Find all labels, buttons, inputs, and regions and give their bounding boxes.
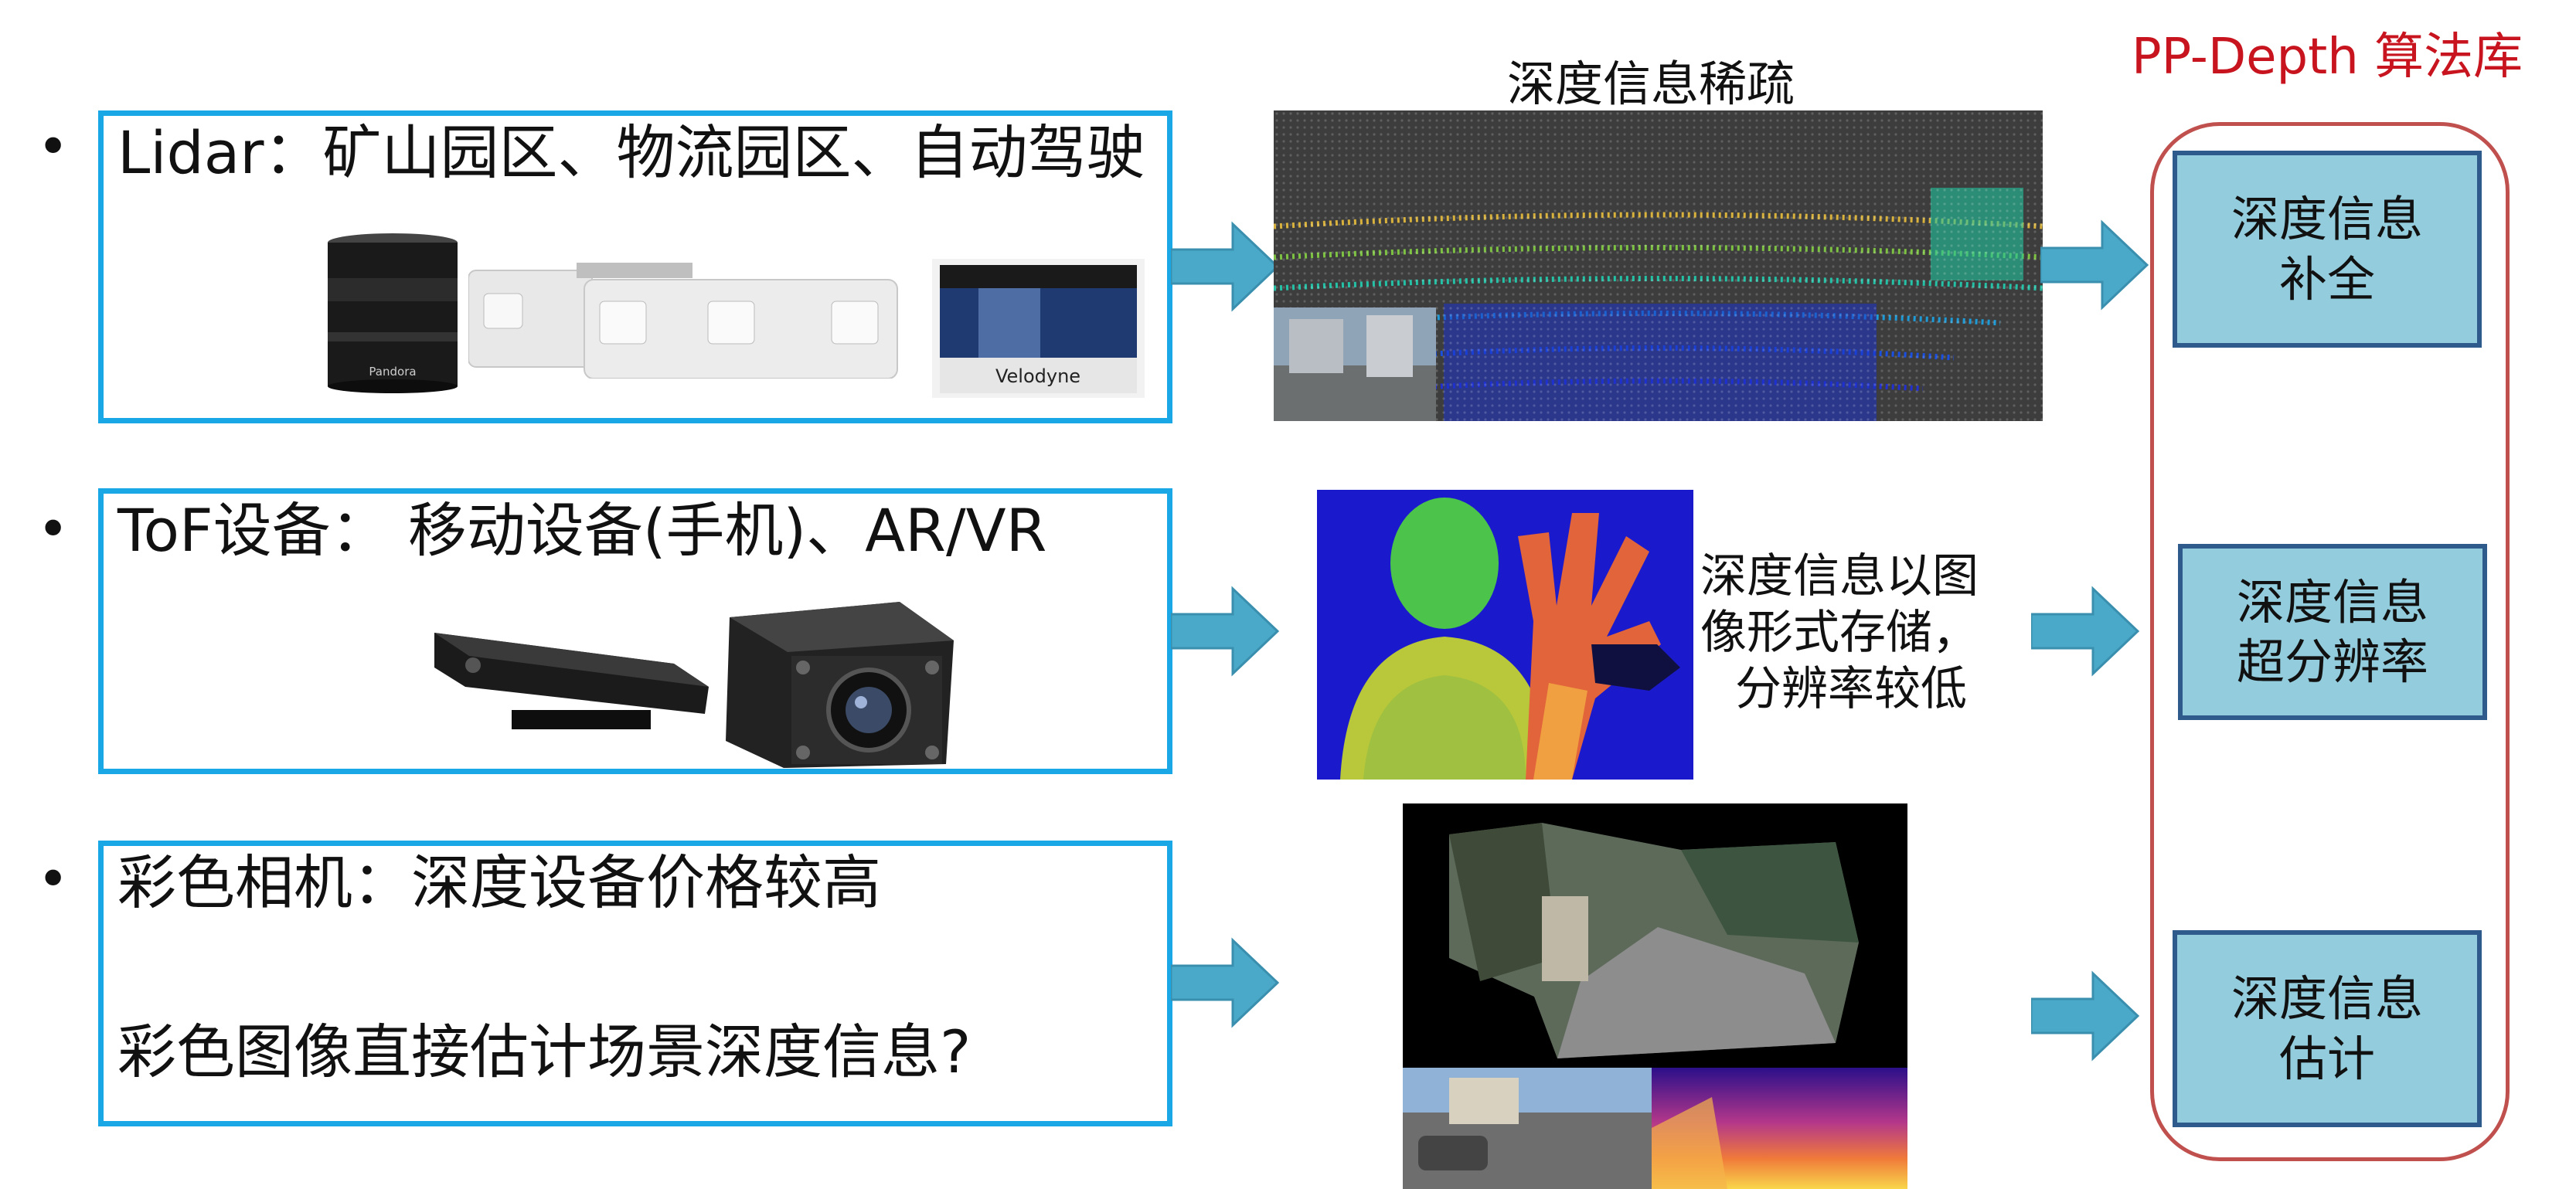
tof-note-line2: 像形式存储， xyxy=(1700,606,1979,661)
lidar-label: Lidar：矿山园区、物流园区、自动驾驶 xyxy=(117,118,1145,187)
right-arrow-icon xyxy=(1171,937,1279,1028)
task-depth-estimation: 深度信息 估计 xyxy=(2173,930,2482,1127)
rgb-question: 彩色图像直接估计场景深度信息? xyxy=(117,1017,972,1086)
kinect-sensor-icon xyxy=(434,633,709,729)
right-arrow-icon xyxy=(2031,586,2139,677)
library-title: PP-Depth 算法库 xyxy=(2132,29,2523,86)
task-line1: 深度信息 xyxy=(2236,573,2428,630)
right-arrow-icon xyxy=(2031,970,2139,1062)
tof-source-box: ToF设备： 移动设备(手机)、AR/VR xyxy=(98,488,1172,774)
right-arrow-icon xyxy=(2040,219,2149,311)
task-line2: 补全 xyxy=(2278,250,2375,307)
bullet-tof: • xyxy=(37,498,70,561)
svg-text:Pandora: Pandora xyxy=(369,365,416,379)
bullet-rgb: • xyxy=(37,848,70,911)
tof-note-line1: 深度信息以图 xyxy=(1700,549,1979,603)
rgb-label: 彩色相机：深度设备价格较高 xyxy=(117,848,881,917)
tof-note: 深度信息以图 像形式存储， 分辨率较低 xyxy=(1700,549,1979,718)
task-line1: 深度信息 xyxy=(2231,970,2423,1027)
mono-depth-image xyxy=(1403,803,1907,1189)
tof-camera-icon xyxy=(726,602,954,768)
velodyne-lidar-icon: Velodyne xyxy=(932,259,1145,398)
lidar-source-box: Lidar：矿山园区、物流园区、自动驾驶 Pandora Velodyne xyxy=(98,110,1172,423)
task-line2: 超分辨率 xyxy=(2236,634,2428,690)
tof-label: ToF设备： 移动设备(手机)、AR/VR xyxy=(117,496,1047,565)
tof-note-line3: 分辨率较低 xyxy=(1735,662,1967,717)
task-depth-completion: 深度信息 补全 xyxy=(2173,151,2482,348)
right-arrow-icon xyxy=(1171,586,1279,677)
right-arrow-icon xyxy=(1171,221,1279,312)
task-line2: 估计 xyxy=(2278,1030,2375,1087)
task-line1: 深度信息 xyxy=(2231,191,2423,247)
solid-state-lidar-icon xyxy=(468,263,898,379)
svg-text:Velodyne: Velodyne xyxy=(995,365,1080,387)
sparse-caption: 深度信息稀疏 xyxy=(1507,56,1795,112)
sparse-pointcloud-image xyxy=(1274,110,2043,421)
pandora-lidar-icon: Pandora xyxy=(328,233,458,393)
rgb-source-box: 彩色相机：深度设备价格较高 彩色图像直接估计场景深度信息? xyxy=(98,841,1172,1126)
library-frame xyxy=(2150,122,2510,1161)
tof-depth-image xyxy=(1317,490,1693,780)
bullet-lidar: • xyxy=(37,115,70,178)
task-depth-super-resolution: 深度信息 超分辨率 xyxy=(2178,544,2487,720)
